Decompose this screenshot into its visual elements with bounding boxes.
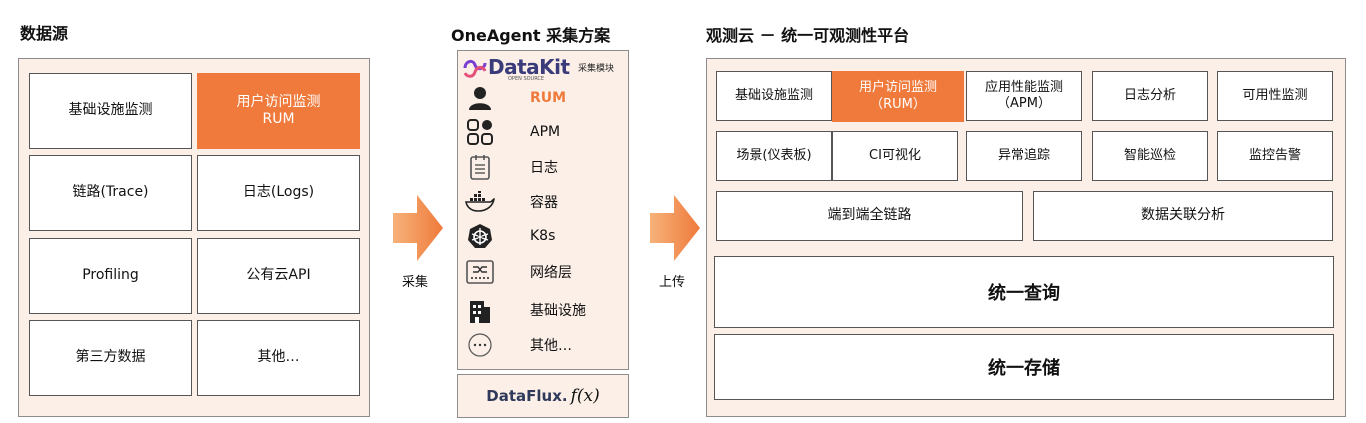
datakit-logo-icon (463, 59, 487, 78)
platform-feature: 场景(仪表板) (716, 131, 832, 181)
datakit-module-label: RUM (530, 90, 567, 106)
platform-feature: 监控告警 (1217, 131, 1333, 181)
dataflux-panel: DataFlux. f(x) (457, 374, 629, 418)
platform-module: 用户访问监测（RUM） (832, 71, 964, 122)
platform-feature: 智能巡检 (1092, 131, 1208, 181)
collect-arrow-icon (393, 195, 443, 261)
datakit-module-item: 日志 (464, 152, 624, 182)
sources-title: 数据源 (20, 24, 69, 43)
platform-module: 应用性能监测（APM） (966, 71, 1082, 121)
platform-capability: 数据关联分析 (1033, 191, 1333, 241)
agent-title: OneAgent 采集方案 (451, 26, 611, 45)
unified-storage-box: 统一存储 (714, 334, 1334, 400)
collect-arrow-label: 采集 (402, 275, 429, 290)
platform-feature: 异常追踪 (966, 131, 1082, 181)
docker-icon (464, 187, 496, 217)
platform-feature: CI可视化 (832, 131, 958, 181)
datakit-module-item: RUM (464, 83, 624, 113)
datakit-module-item: K8s (464, 221, 624, 251)
network-switch-icon (464, 257, 496, 287)
apps-grid-icon (464, 117, 496, 147)
upload-arrow-label: 上传 (659, 275, 686, 290)
source-item: 其他… (197, 320, 360, 396)
datakit-module-label: 其他… (530, 338, 572, 354)
datakit-module-label: 基础设施 (530, 303, 586, 319)
platform-module: 基础设施监测 (716, 71, 832, 121)
datakit-module-item: 其他… (464, 330, 624, 360)
datakit-module-item: 网络层 (464, 257, 624, 287)
source-item: 基础设施监测 (29, 73, 192, 149)
datakit-logo-text: DataKit (488, 55, 570, 79)
building-icon (464, 295, 496, 325)
platform-module: 可用性监测 (1217, 71, 1333, 121)
datakit-module-item: 基础设施 (464, 295, 624, 325)
datakit-module-label: 网络层 (530, 265, 572, 281)
log-file-icon (464, 152, 496, 182)
source-item: 链路(Trace) (29, 155, 192, 231)
datakit-module-label: APM (530, 124, 561, 140)
datakit-module-item: APM (464, 117, 624, 147)
dataflux-fx-text: f(x) (570, 386, 600, 406)
datakit-logo-subtitle: OPEN SOURCE (508, 76, 545, 82)
dataflux-logo-text: DataFlux. (486, 387, 568, 405)
datakit-module-item: 容器 (464, 187, 624, 217)
unified-query-box: 统一查询 (714, 256, 1334, 328)
user-icon (464, 83, 496, 113)
kubernetes-icon (464, 221, 496, 251)
datakit-module-label: K8s (530, 228, 556, 244)
datakit-module-label: 日志 (530, 160, 558, 176)
source-item: 第三方数据 (29, 320, 192, 396)
upload-arrow-icon (650, 195, 700, 261)
more-icon (464, 330, 496, 360)
datakit-tag: 采集模块 (578, 64, 615, 74)
platform-module: 日志分析 (1092, 71, 1208, 121)
platform-title: 观测云 － 统一可观测性平台 (706, 26, 910, 45)
datakit-module-label: 容器 (530, 195, 558, 211)
platform-capability: 端到端全链路 (716, 191, 1023, 241)
datakit-panel: DataKit OPEN SOURCE 采集模块 RUM APM 日志容器 K8s 网络… (457, 50, 629, 370)
source-item: Profiling (29, 238, 192, 314)
source-item: 公有云API (197, 238, 360, 314)
source-item: 日志(Logs) (197, 155, 360, 231)
